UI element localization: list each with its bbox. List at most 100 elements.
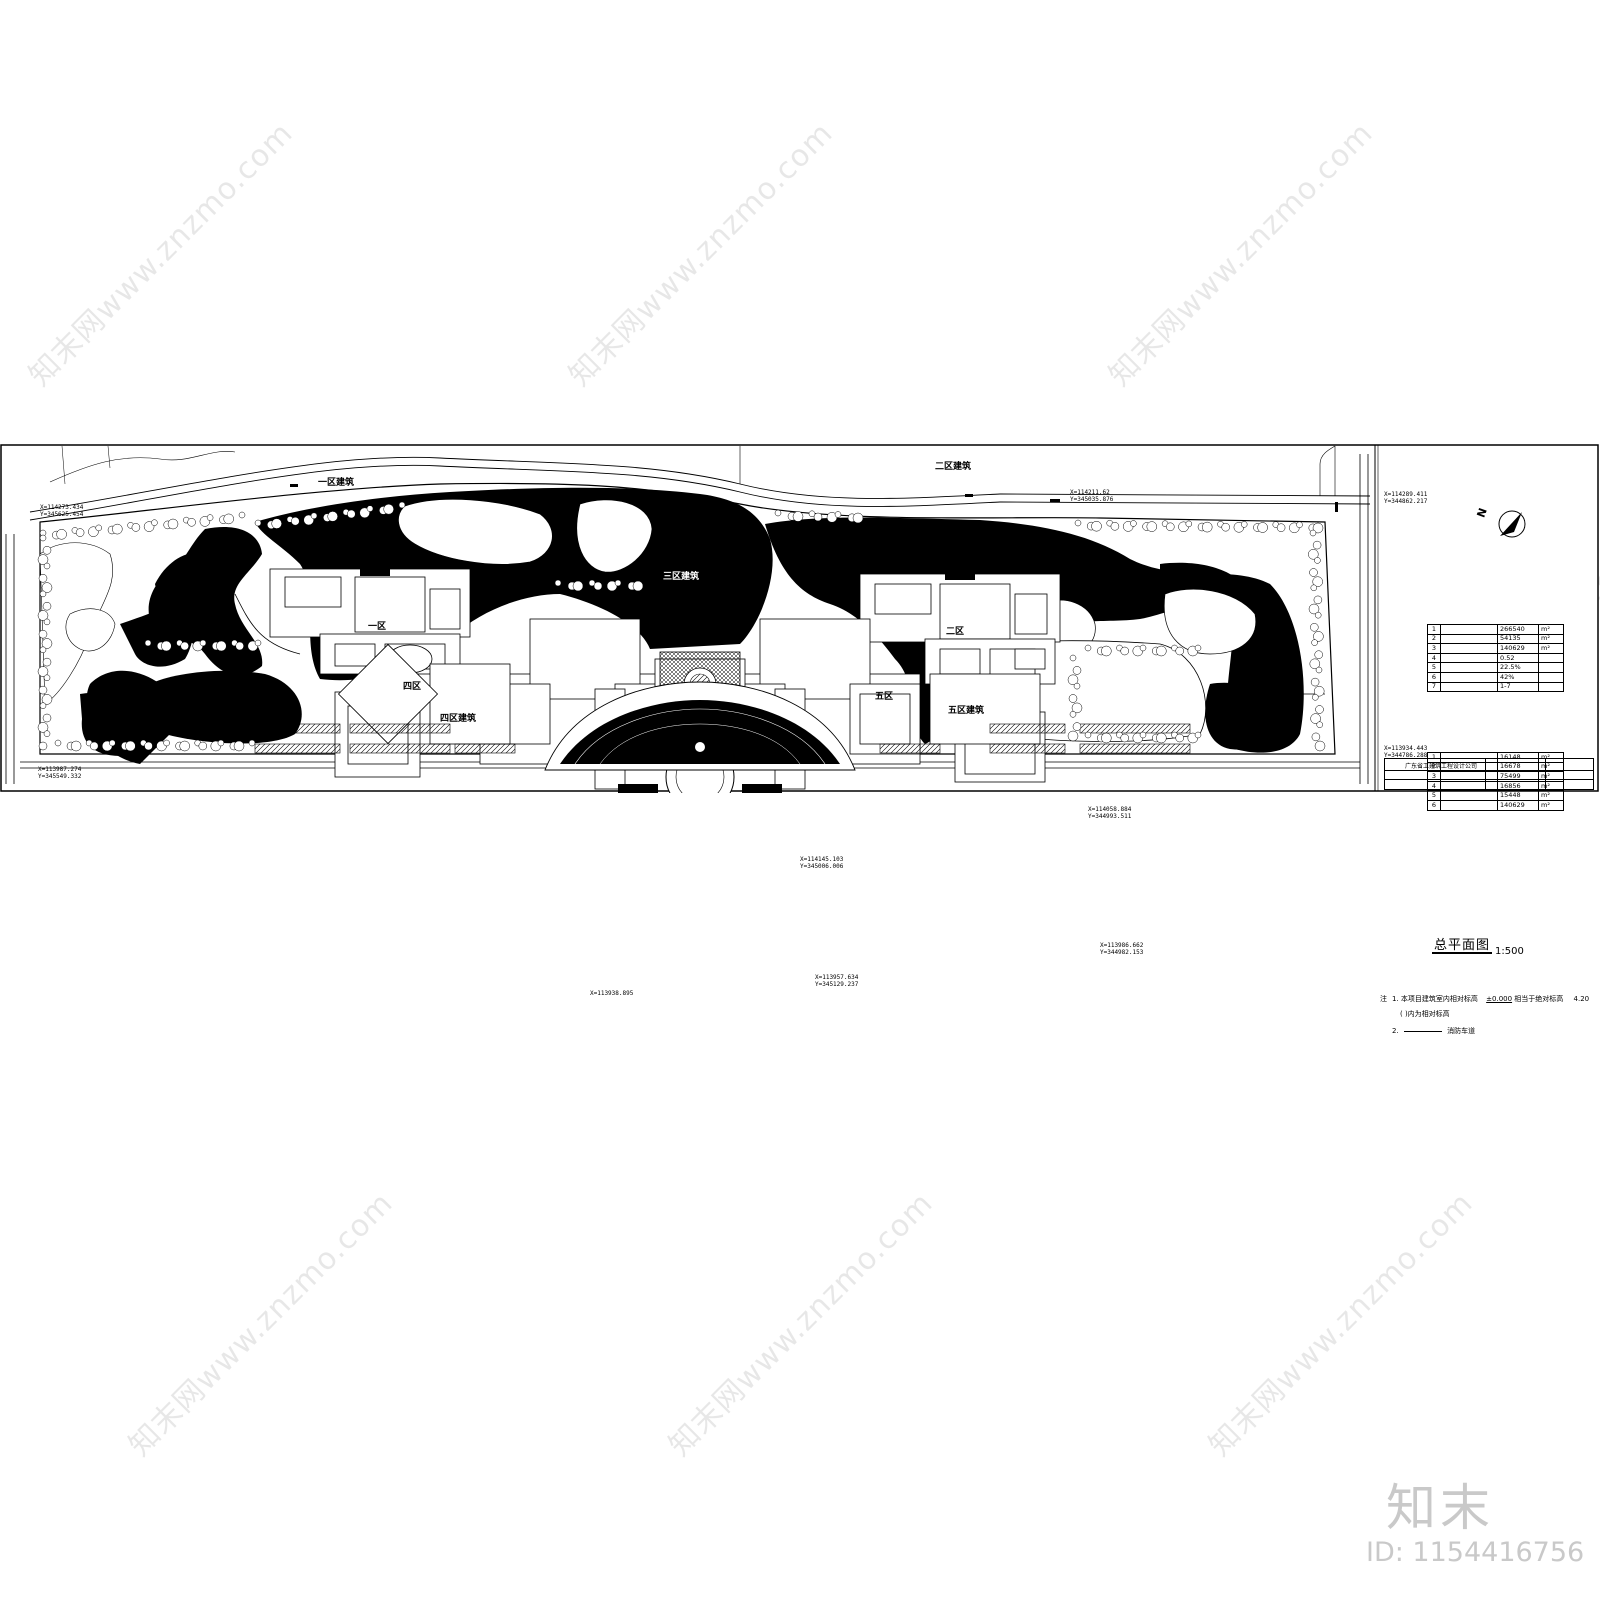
tree-symbol [1069,711,1077,718]
watermark: 知末网www.znzmo.com [22,115,301,394]
tree-symbol [37,554,49,565]
tree-symbol [43,618,51,626]
tree-symbol [144,741,153,751]
tree-symbol [54,739,62,747]
table-cell [1440,671,1498,683]
site-plan-drawing [0,444,1599,793]
tree-symbol [792,511,804,522]
table-cell: 140629 [1497,643,1539,654]
tree-symbol [383,503,394,515]
tree-symbol [39,646,47,654]
table-cell: m² [1538,633,1564,645]
tree-symbol [43,730,51,737]
tree-symbol [238,511,246,519]
zone1-building-label: 一区建筑 [318,478,355,488]
table-cell [1440,799,1498,811]
tree-symbol [1296,521,1303,529]
tree-symbol [1156,732,1167,744]
tree-symbol [1309,529,1317,537]
zone5-building-label: 五区建筑 [948,706,985,716]
tree-symbol [38,685,48,695]
table-cell [1538,671,1564,683]
tree-symbol [1312,540,1322,550]
tree-symbol [808,510,816,518]
zone4-label: 四区 [403,682,422,692]
brand-id: ID: 1154416756 [1366,1537,1585,1568]
table-cell: 22.5% [1497,662,1539,673]
tree-symbol [38,574,48,583]
table-cell [1440,681,1498,693]
tree-symbol [179,740,190,752]
tree-symbol [39,702,47,709]
tree-symbol [248,739,256,747]
zone3-building-label: 三区建筑 [663,572,700,582]
zone5-label: 五区 [875,692,894,702]
note-1-line2: ( )内为相对标高 [1400,1010,1450,1018]
tree-symbol [1120,646,1129,656]
tree-symbol [1156,645,1167,657]
table-cell: 266540 [1497,624,1539,635]
tree-symbol [1130,520,1137,527]
watermark: 知末网www.znzmo.com [662,1185,941,1464]
table-cell: 54135 [1497,633,1539,645]
tree-symbol [1185,520,1193,528]
tree-symbol [1120,733,1129,743]
tree-symbol [38,741,48,751]
table-cell [1440,624,1498,635]
tree-symbol [144,639,152,647]
tree-symbol [271,518,282,529]
drawing-title: 总平面图 [1434,938,1491,953]
tree-symbol [1175,646,1184,656]
table-cell: 6 [1427,671,1441,683]
tree-symbol [398,501,406,509]
note-2: 2. 消防车道 [1392,1027,1476,1035]
tree-symbol [1310,713,1321,724]
tree-symbol [38,629,48,639]
tree-symbol [1314,557,1321,564]
tree-symbol [1312,576,1323,587]
tree-symbol [1313,595,1323,605]
tree-symbol [1310,677,1320,687]
brand-name: 知末 [1386,1479,1494,1537]
table-cell [1440,633,1498,645]
tree-symbol [37,610,49,621]
tree-symbol [1194,731,1202,739]
tree-symbol [37,722,49,733]
tree-symbol [125,740,136,752]
watermark: 知末网www.znzmo.com [122,1185,401,1464]
tree-symbol [235,641,244,651]
tree-symbol [834,511,842,518]
tree-symbol [852,512,864,524]
tree-symbol [41,638,53,649]
tree-symbol [206,514,214,521]
table-cell: 2 [1427,633,1441,645]
tree-symbol [1314,611,1322,619]
tree-symbol [1257,522,1268,533]
tree-symbol [254,639,262,647]
tree-symbol [109,739,116,747]
tree-symbol [151,519,158,526]
tree-symbol [1311,639,1318,646]
table-cell: 0.52 [1497,652,1539,664]
tree-symbol [1069,654,1077,662]
tree-symbol [1315,666,1323,674]
watermark: 知末网www.znzmo.com [562,115,841,394]
tree-symbol [89,741,99,751]
tree-symbol [1312,694,1319,701]
table-cell [1440,643,1498,654]
table-cell [1538,662,1564,673]
tree-symbol [1101,645,1112,657]
